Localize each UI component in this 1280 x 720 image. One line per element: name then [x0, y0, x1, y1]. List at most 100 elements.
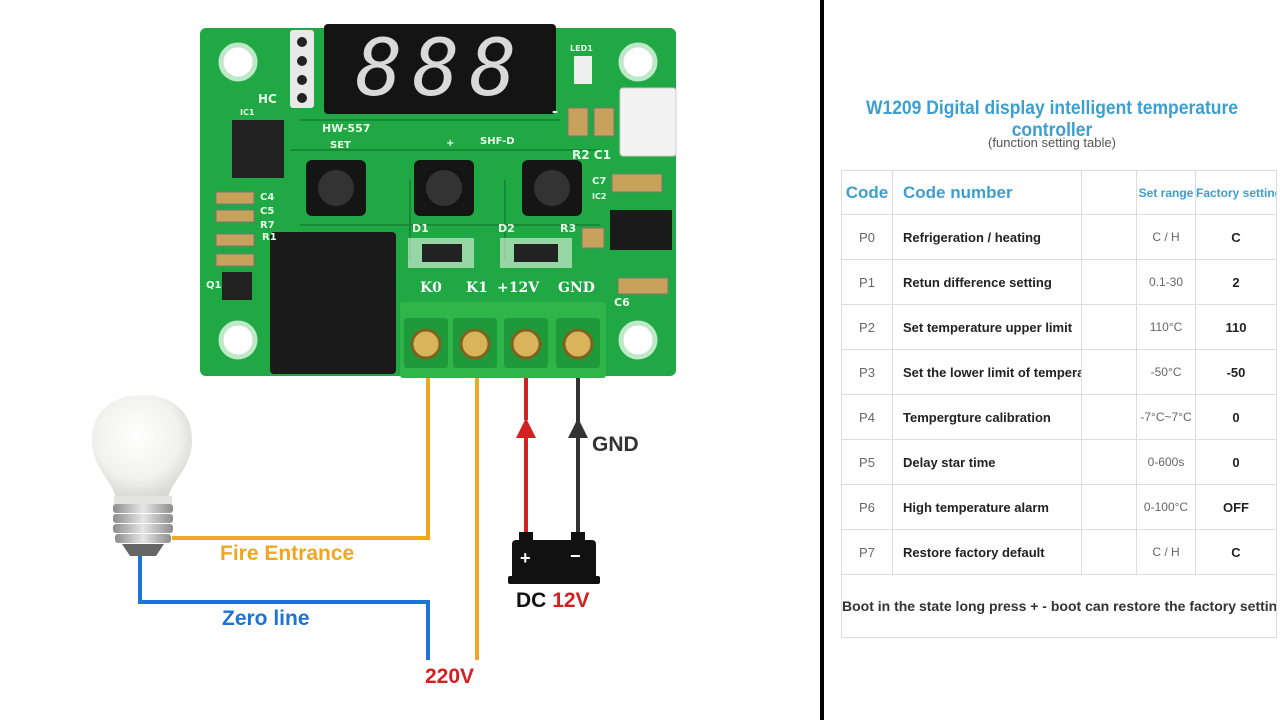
silk-c6: C6: [614, 296, 630, 309]
display-digits: 888: [355, 24, 527, 114]
row-name: Refrigeration / heating: [892, 214, 1082, 260]
row-name: Set temperature upper limit: [892, 304, 1082, 350]
battery-icon: [508, 532, 600, 584]
row-set-range: -50°C: [1136, 349, 1196, 395]
row-set-range: 0-600s: [1136, 439, 1196, 485]
table-header-row: Code Code number Set range Factory setti…: [841, 170, 1277, 215]
ac-voltage-label: 220V: [425, 665, 475, 688]
silk-r3: R3: [560, 222, 577, 235]
header-code: Code: [841, 170, 893, 215]
row-factory-setting: -50: [1195, 349, 1277, 395]
terminal-label-gnd: GND: [558, 280, 595, 296]
row-name: Restore factory default: [892, 529, 1082, 575]
header-code-number: Code number: [892, 170, 1082, 215]
battery-plus-label: +: [520, 548, 531, 568]
header-set-range: Set range: [1136, 170, 1196, 215]
row-code: P5: [841, 439, 893, 485]
silk-set: SET: [330, 140, 351, 151]
silk-c7: C7: [592, 176, 607, 187]
row-name: Delay star time: [892, 439, 1082, 485]
zero-line-label: Zero line: [222, 607, 310, 630]
row-set-range: 110°C: [1136, 304, 1196, 350]
relay: [270, 232, 396, 374]
row-factory-setting: 110: [1195, 304, 1277, 350]
row-name: Retun difference setting: [892, 259, 1082, 305]
row-code: P1: [841, 259, 893, 305]
silk-minus: -: [552, 104, 558, 120]
fire-entrance-label: Fire Entrance: [220, 542, 355, 565]
gnd-label: GND: [592, 433, 639, 456]
row-gap: [1081, 394, 1137, 440]
row-gap: [1081, 439, 1137, 485]
terminal-label-k1: K1: [466, 280, 488, 296]
row-factory-setting: C: [1195, 214, 1277, 260]
terminal-label-k0: K0: [420, 280, 442, 296]
row-gap: [1081, 259, 1137, 305]
row-gap: [1081, 304, 1137, 350]
row-code: P6: [841, 484, 893, 530]
row-gap: [1081, 529, 1137, 575]
row-gap: [1081, 349, 1137, 395]
dc-value: 12V: [552, 589, 590, 612]
row-name: Set the lower limit of temperature: [892, 349, 1082, 395]
silk-d1: D1: [412, 222, 429, 235]
light-bulb-icon: [92, 395, 192, 556]
row-name: High temperature alarm: [892, 484, 1082, 530]
silk-d2: D2: [498, 222, 515, 235]
silk-r7: R7: [260, 220, 275, 231]
row-name: Tempergture calibration: [892, 394, 1082, 440]
fire-entrance-wire: [172, 378, 430, 540]
zero-line-wire: [138, 555, 430, 660]
row-factory-setting: 2: [1195, 259, 1277, 305]
row-set-range: 0.1-30: [1136, 259, 1196, 305]
silk-c4: C4: [260, 192, 275, 203]
dc-voltage-label: DC 12V: [516, 589, 590, 613]
wiring-diagram-panel: 888 HC IC1 HW-557 SET + - SHF-D LED1 R2 …: [92, 24, 677, 688]
board-buttons: [306, 160, 582, 216]
wiring-diagram: [92, 24, 677, 660]
row-factory-setting: 0: [1195, 439, 1277, 485]
row-set-range: -7°C~7°C: [1136, 394, 1196, 440]
silk-q1: Q1: [206, 280, 222, 291]
row-code: P4: [841, 394, 893, 440]
silk-plus: +: [446, 138, 455, 149]
silk-model: HW-557: [322, 122, 371, 135]
battery-minus-label: −: [570, 546, 581, 566]
header-gap: [1081, 170, 1137, 215]
silk-c5: C5: [260, 206, 275, 217]
row-code: P7: [841, 529, 893, 575]
panel-divider: [820, 0, 824, 720]
table-subtitle: (function setting table): [988, 135, 1116, 150]
row-factory-setting: C: [1195, 529, 1277, 575]
silk-ic1: IC1: [240, 108, 255, 117]
table-note: Boot in the state long press + - boot ca…: [841, 574, 1277, 638]
silk-shf: SHF-D: [480, 136, 515, 147]
row-gap: [1081, 214, 1137, 260]
terminal-label-12v: +12V: [497, 280, 540, 296]
terminal-block: [400, 302, 606, 378]
silk-ic2: IC2: [592, 192, 607, 201]
silk-r2c1: R2 C1: [572, 148, 611, 162]
function-table-panel: W1209 Digital display intelligent temper…: [824, 0, 1280, 720]
row-code: P2: [841, 304, 893, 350]
function-setting-table: Code Code number Set range Factory setti…: [841, 170, 1277, 638]
table-title: W1209 Digital display intelligent temper…: [865, 98, 1239, 141]
silk-hc: HC: [258, 92, 277, 106]
table-note-row: Boot in the state long press + - boot ca…: [841, 574, 1277, 638]
silk-r1: R1: [262, 232, 277, 243]
w1209-board: [200, 24, 677, 378]
row-factory-setting: 0: [1195, 394, 1277, 440]
header-factory-setting: Factory setting: [1195, 170, 1277, 215]
row-set-range: 0-100°C: [1136, 484, 1196, 530]
row-gap: [1081, 484, 1137, 530]
plus12v-arrow-icon: [516, 418, 536, 438]
row-factory-setting: OFF: [1195, 484, 1277, 530]
